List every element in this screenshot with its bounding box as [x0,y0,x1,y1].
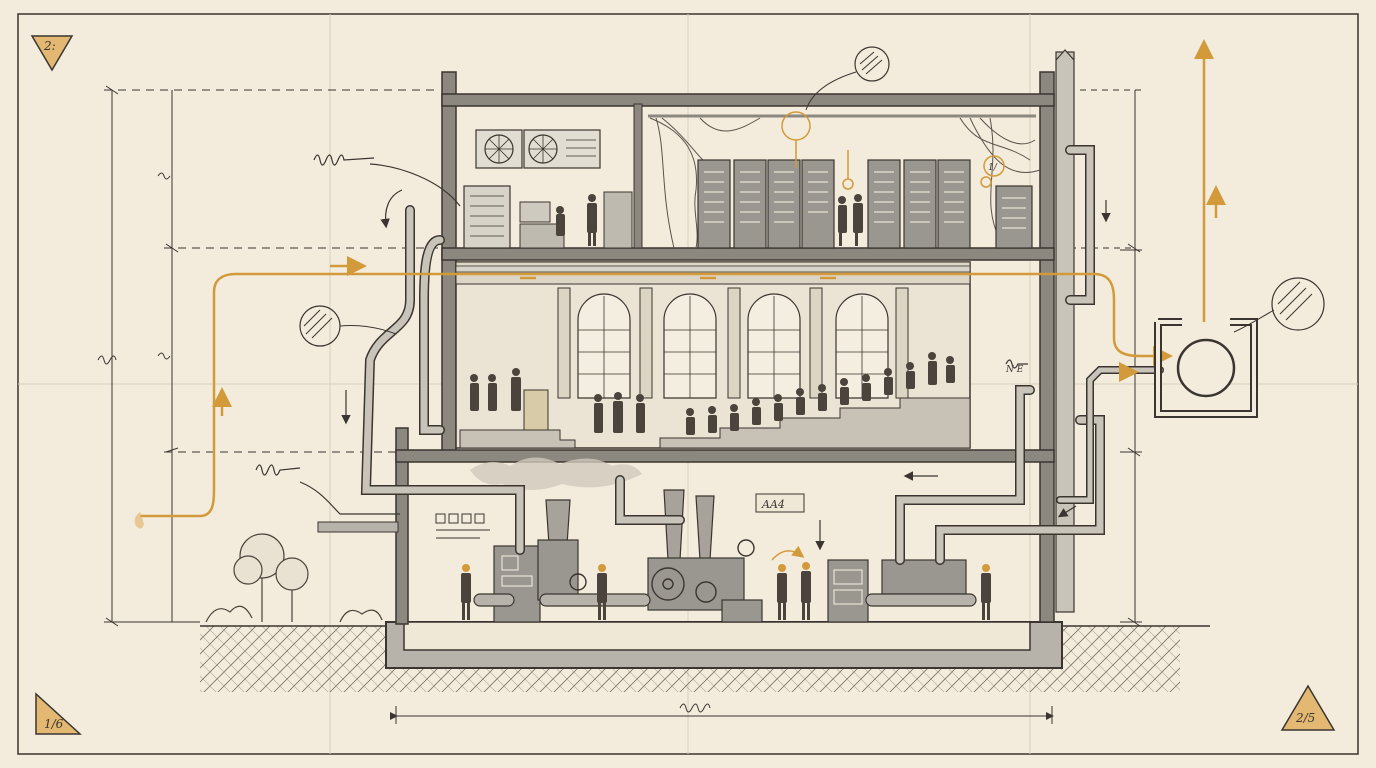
window-mullions [578,296,888,398]
callout-bubble-left [299,305,397,347]
direction-arrows [341,189,1111,551]
factory-workers [461,562,991,620]
ac-units [475,129,601,169]
hall-columns [557,287,909,399]
scribble-annotations [255,154,1028,515]
tiered-seating [659,397,971,449]
side-vent [317,521,399,533]
callout-bubble-right [1233,277,1325,333]
gears [569,539,755,603]
server-annotation: 1/ [988,163,998,173]
operators [556,194,597,246]
conveyor-belts [473,593,977,607]
corner-mark-text-br: 2/5 [1295,711,1315,725]
tank-assembly [1154,318,1258,418]
server-level: 1/ [463,46,1041,249]
corner-mark-text-tl: 2: [43,39,56,53]
building-structure [385,49,1075,669]
corner-mark-text-bl: 1/6 [44,717,64,731]
ceiling-duct [455,265,971,273]
right-dimension-lines [1070,89,1142,627]
server-callouts [781,111,1005,190]
corner-mark-top-left: 2: [30,35,74,72]
server-racks [697,159,1033,249]
machine-plate [755,493,805,513]
corner-mark-bottom-right: 2/5 [1280,684,1336,731]
right-annotation: N E [1005,365,1024,375]
audience-figures [470,352,955,435]
flow-path [140,39,1226,518]
control-cabinet [463,185,511,249]
machines [493,539,967,623]
bottom-dimension-line [390,703,1054,724]
tank-circle [1176,338,1236,398]
corner-mark-bottom-left: 1/6 [35,692,82,735]
machine-plate-text: AA4 [761,498,785,511]
smoke [470,457,642,490]
technicians [838,194,863,246]
left-dimension-lines [97,85,440,627]
trees [205,533,383,623]
factory-panel [435,513,490,539]
podium [523,389,549,431]
flow-origin-blot [134,512,144,529]
assembly-hall [455,261,971,449]
callout-bubble-top [854,46,890,82]
